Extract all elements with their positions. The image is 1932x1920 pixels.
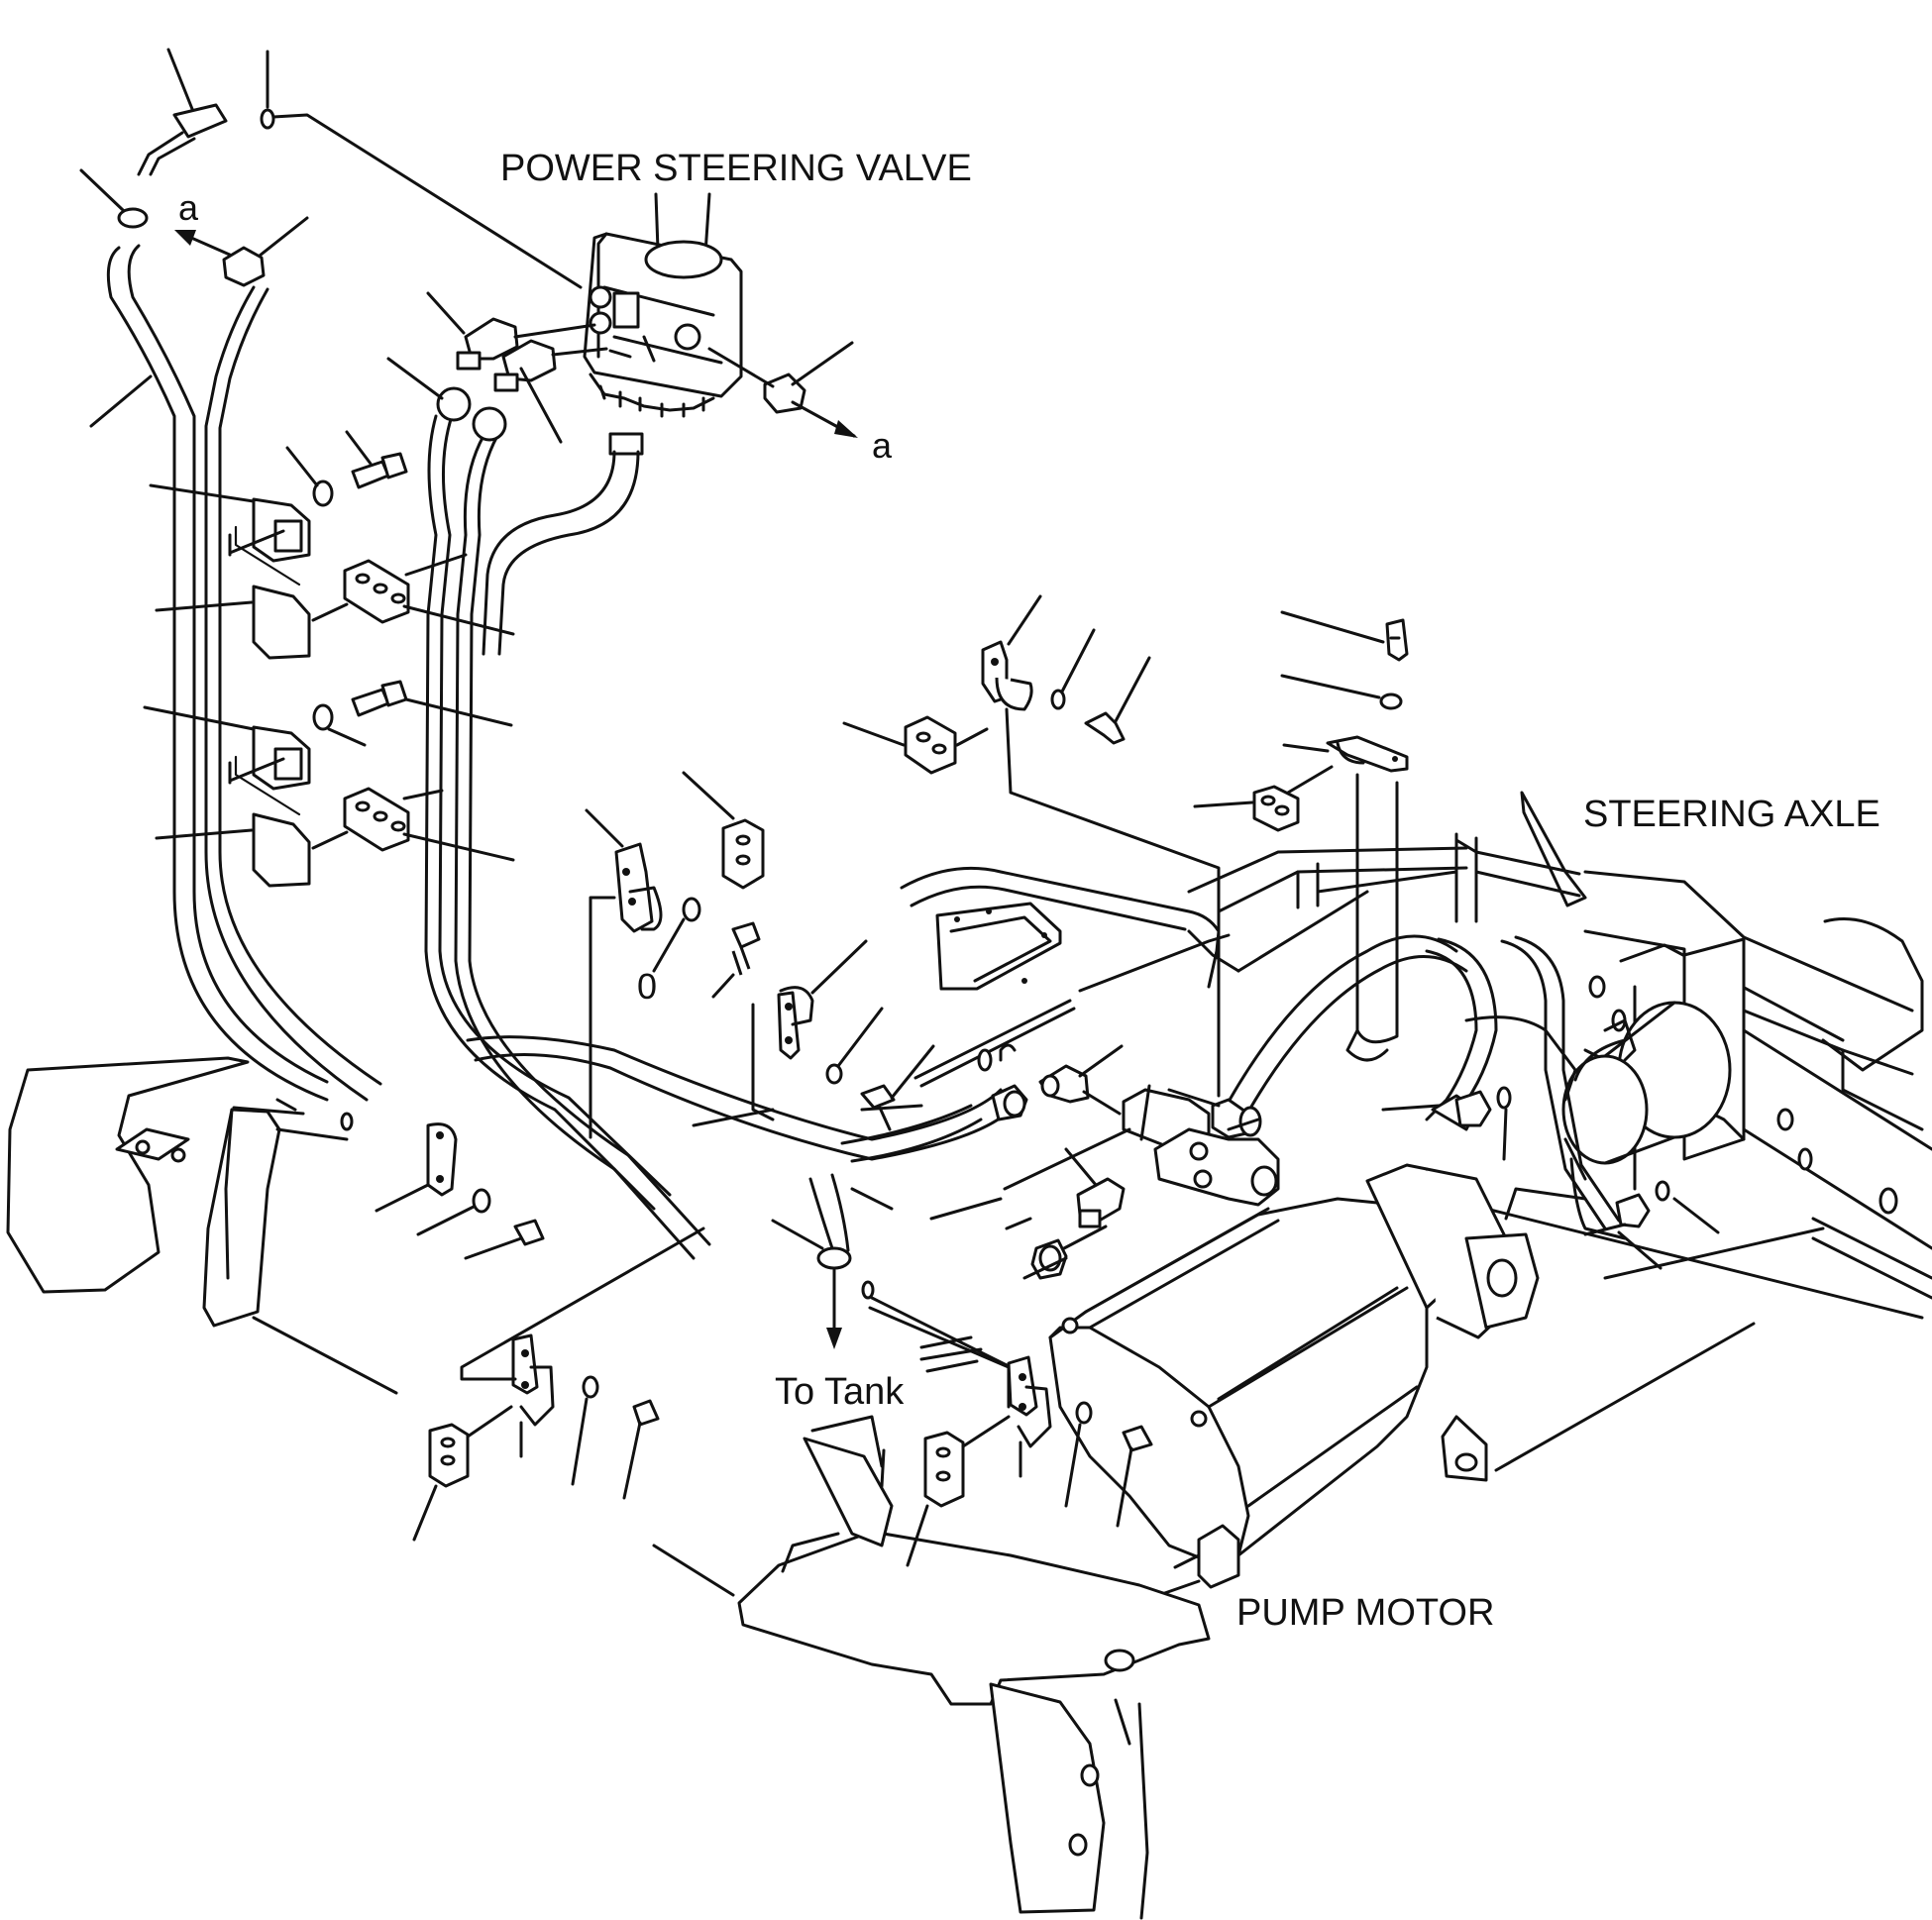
- clamp-lower-center: [460, 1227, 705, 1500]
- label-zero-mark: 0: [637, 966, 657, 1007]
- motor-base-plate: [652, 1415, 1211, 1920]
- steering-cylinder: [1464, 1001, 1732, 1240]
- axle-bolt: [1454, 1086, 1720, 1270]
- elbow-fitting-2: [493, 339, 608, 392]
- block-clamp-lower-center: [412, 1405, 513, 1542]
- washer-lower: [312, 703, 367, 747]
- frame-center-tank: [900, 866, 1240, 1088]
- label-to-tank: To Tank: [775, 1371, 905, 1413]
- block-clamp-middle: [682, 771, 765, 890]
- elbow-fitting-1: [456, 317, 596, 371]
- top-left-elbow: [137, 48, 583, 289]
- clamp-lower-right: [868, 1306, 1153, 1528]
- middle-hose-bundle: [386, 291, 711, 1260]
- axle-hoses: [1217, 934, 1621, 1230]
- block-clamp-lower: [311, 787, 515, 862]
- oring-top-left: [79, 168, 149, 229]
- elbow-near-motor: [1038, 1044, 1124, 1116]
- label-steering-axle: STEERING AXLE: [1583, 794, 1880, 835]
- pump-motor: [1048, 1163, 1756, 1597]
- clamp-upper-1: [149, 483, 311, 587]
- clamp-middle-left: [585, 808, 761, 1139]
- valve-outlet-fitting: [707, 341, 858, 438]
- label-ref-a-right: a: [872, 425, 893, 466]
- label-power-steering-valve: POWER STEERING VALVE: [500, 148, 972, 189]
- valve-block-motor: [1122, 1084, 1280, 1207]
- power-steering-valve: [583, 192, 743, 418]
- clamp-center: [751, 939, 935, 1131]
- clamp-center-top: [981, 594, 1221, 1098]
- valve-return-hose: [466, 432, 1013, 1161]
- frame-left-plate: [6, 1056, 398, 1395]
- left-hose-bundle: [89, 244, 382, 1102]
- washer-upper: [285, 446, 334, 507]
- clamp-lower-1: [143, 705, 311, 816]
- arrow-a-left: [174, 230, 234, 258]
- block-clamp-center-top: [842, 715, 989, 775]
- hose-nut-top: [222, 216, 309, 287]
- clamp-lower-2: [155, 812, 311, 888]
- to-tank-line: [771, 1173, 1009, 1367]
- clamp-right-top: [1280, 610, 1409, 773]
- hose-to-motor: [840, 1084, 1028, 1163]
- block-clamp-lower-right: [906, 1415, 1011, 1567]
- label-pump-motor: PUMP MOTOR: [1236, 1592, 1494, 1634]
- frame-lines-motor: [692, 1043, 1221, 1373]
- clamp-upper-2: [155, 585, 311, 660]
- fitting-small-motor: [1022, 1147, 1126, 1280]
- block-clamp-right-top: [1193, 765, 1399, 1062]
- left-bracket-tabs: [228, 533, 305, 1116]
- block-clamp-upper: [311, 553, 515, 636]
- clamp-left-middle: [340, 1112, 545, 1260]
- bolt-upper: [345, 430, 408, 489]
- bolt-lower: [351, 680, 513, 727]
- label-ref-a-left: a: [178, 187, 199, 228]
